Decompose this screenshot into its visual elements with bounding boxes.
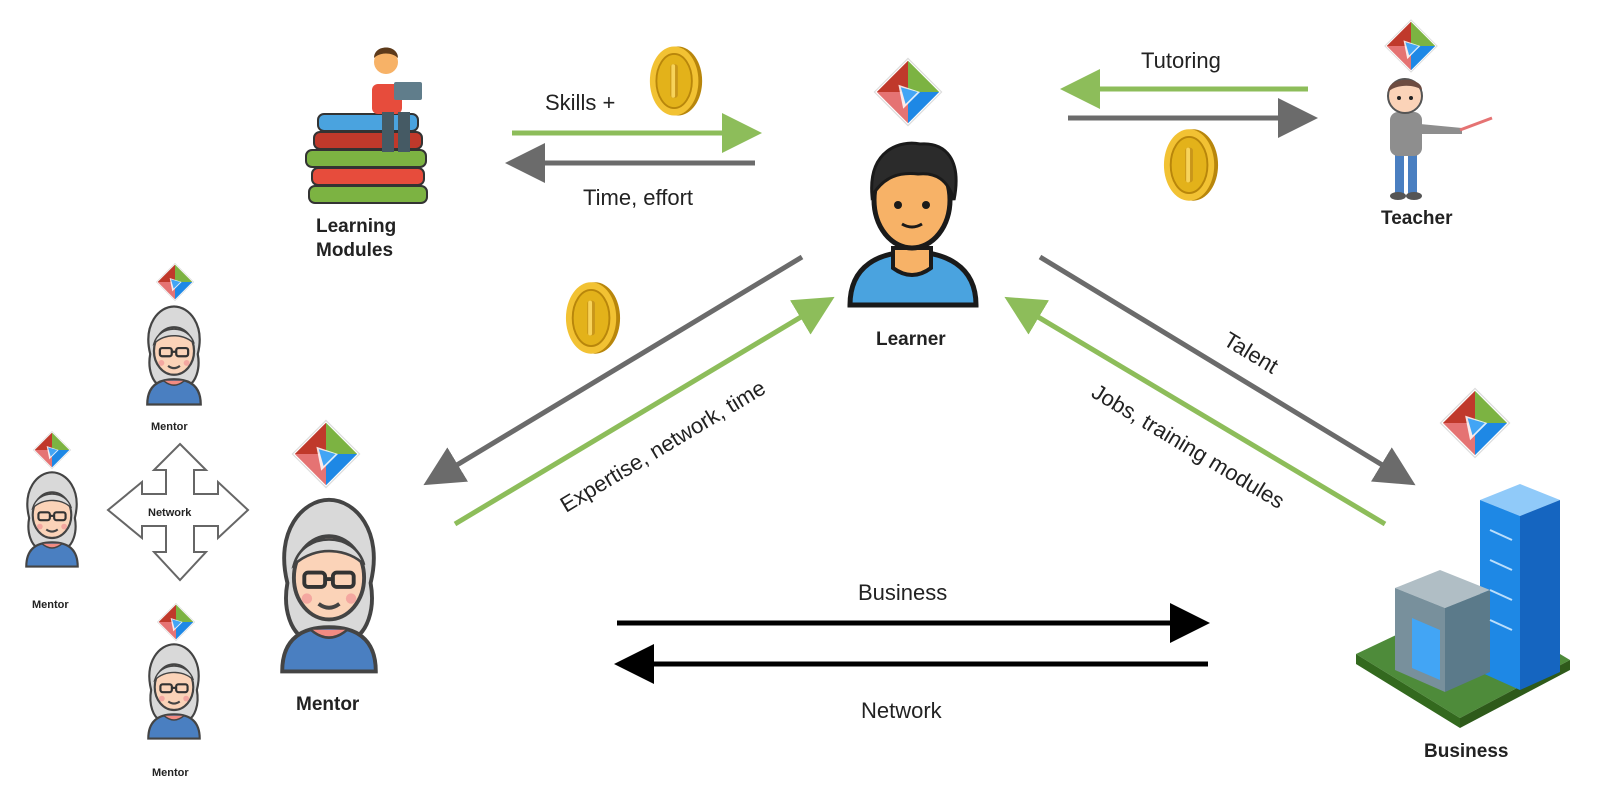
mentor-bottom-label: Mentor [152, 767, 189, 779]
learning-modules-label-line1: Learning [316, 216, 396, 237]
building-icon [1356, 484, 1570, 728]
business-flow-label: Business [858, 580, 947, 605]
mentor-avatar [146, 305, 202, 406]
mentor-avatar [280, 497, 378, 674]
logo-icon [155, 263, 195, 301]
network-cross-label: Network [148, 507, 192, 519]
mentor-main-label: Mentor [296, 694, 360, 715]
skills-label: Skills + [545, 90, 615, 115]
coin-icon [564, 281, 622, 355]
learner-avatar [847, 141, 979, 308]
books-stack-icon [305, 47, 428, 204]
mentor-left-label: Mentor [32, 599, 69, 611]
network-cross-arrow-icon [106, 442, 250, 582]
coin-icon [1162, 128, 1220, 202]
mentor-avatar [147, 643, 201, 740]
mentor-top-label: Mentor [151, 421, 188, 433]
tutoring-label: Tutoring [1141, 48, 1221, 73]
network-flow-label: Network [861, 698, 943, 723]
jobs-arrow [1004, 296, 1387, 527]
learner-to-mentor-arrow [423, 254, 804, 486]
teacher-figure [1387, 78, 1493, 200]
business-label: Business [1424, 741, 1508, 762]
talent-arrow [1038, 254, 1416, 486]
logo-icon [1384, 19, 1438, 73]
learning-modules-label-line2: Modules [316, 240, 393, 261]
teacher-label: Teacher [1381, 208, 1453, 229]
logo-icon [291, 419, 361, 489]
coin-icon [648, 45, 704, 117]
time-effort-label: Time, effort [583, 185, 693, 210]
mentor-avatar [25, 471, 79, 568]
logo-icon [1439, 387, 1511, 459]
logo-icon [873, 57, 943, 127]
logo-icon [156, 602, 196, 642]
learner-label: Learner [876, 329, 946, 350]
expertise-arrow [453, 296, 835, 527]
logo-icon [32, 431, 72, 469]
